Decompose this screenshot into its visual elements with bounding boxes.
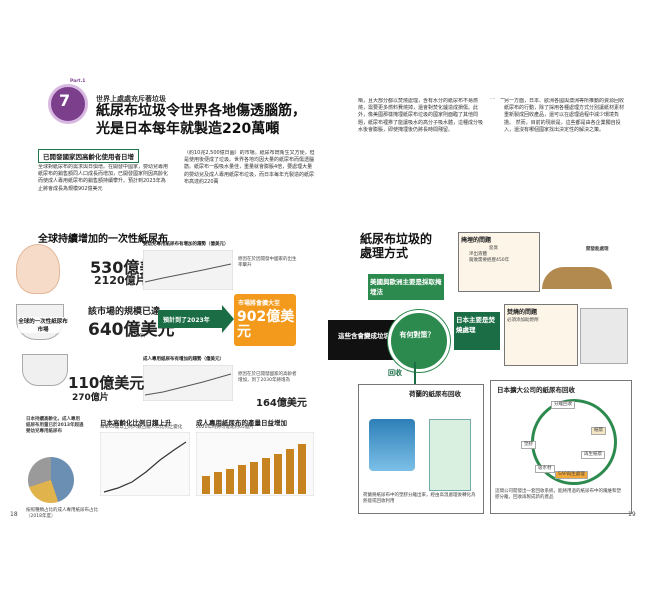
market-chart-title: 全球持續增加的一次性紙尿布 xyxy=(38,234,168,245)
baby-trend-chart xyxy=(143,250,233,290)
recycle-label: 回收 xyxy=(388,369,402,377)
baby-illustration xyxy=(16,244,60,294)
jp-diaper-sub: 2020年時將可能達約65億片 xyxy=(196,425,254,430)
bar xyxy=(274,454,282,494)
jp-diaper-title: 成人專用紙尿布的產量日益增加 xyxy=(196,419,287,427)
flow-item-2: 再生紙漿 xyxy=(581,451,605,459)
forecast-box-title: 市場將會擴大至 xyxy=(238,300,281,307)
forecast-arrow xyxy=(158,310,224,328)
bar xyxy=(262,458,270,494)
right-col-2: 另一方面，日本、歐洲各國與澳洲等所推動的資源回收紙尿布的行動，除了採用各種處理方… xyxy=(490,98,505,99)
japan-box: 日本主要是焚燒處理 xyxy=(454,312,500,350)
recycle-stack xyxy=(429,419,471,491)
adult-illustration xyxy=(22,354,68,386)
baby-note: 原因在於因開發中國家的出生率攀升 xyxy=(238,257,297,268)
pie-caption: 按照種類占比的成人專用紙尿布占比（2018年度） xyxy=(26,508,98,519)
section-heading: 已開發國家因高齡化使用者日增 xyxy=(38,149,139,163)
center-left-text: 這些含會變成垃圾 xyxy=(338,332,390,340)
forecast-arrow-head xyxy=(222,305,234,333)
adult-value-small: 270億片 xyxy=(72,393,109,403)
body-para-1: 全球對紙尿布的需求與日俱增。在開發中國家，嬰幼兒專用紙尿布的銷售額同人口成長而增… xyxy=(38,164,168,192)
recycle-tanks xyxy=(369,419,415,471)
aging-line xyxy=(103,441,187,493)
adult-2030: 164億美元 xyxy=(256,398,307,409)
baby-trend-line xyxy=(144,263,232,283)
bar xyxy=(226,469,234,494)
flow-item-3: 塑膠 xyxy=(521,441,536,449)
baby-value-small: 2120億片 xyxy=(94,274,147,287)
adult-note: 原因在於已開發國家的高齡者增加，到了2030年將增為 xyxy=(238,372,297,383)
right-col-1: 噸，且大部分都以焚燒處理，含有水分的紙尿布不易燃燒，需要更多燃料費燒掉，還會對焚… xyxy=(358,98,484,133)
part-label: Part.1 xyxy=(70,79,86,84)
incinerator-illustration xyxy=(580,308,628,364)
landfill-hill xyxy=(542,267,612,289)
aging-sub: 日本65歲以上的人數占總人口比例之變化 xyxy=(100,425,183,430)
pie-chart xyxy=(28,457,74,503)
page-number-left: 18 xyxy=(10,511,18,518)
forecast-box: 市場將會擴大至 902億美元 xyxy=(234,294,296,346)
bar xyxy=(238,465,246,494)
market-title: 該市場的規模已達 xyxy=(88,307,161,317)
recycle-flow-line xyxy=(414,362,416,384)
bar xyxy=(298,444,306,494)
bar xyxy=(202,476,210,494)
forecast-value: 902億美元 xyxy=(237,309,295,340)
market-label: 全球的一次性紙尿布市場 xyxy=(18,317,68,333)
right-page: 噸，且大部分都以焚燒處理，含有水分的紙尿布不易燃燒，需要更多燃料費燒掉，還會對焚… xyxy=(328,72,646,532)
adult-trend-chart xyxy=(143,365,233,401)
left-page: 7 Part.1 世界上處處充斥著垃圾 紙尿布垃圾令世界各地傷透腦筋， 光是日本… xyxy=(8,72,326,532)
bar xyxy=(214,472,222,494)
jp-note: 日本持續高齡化，成人專用紙尿布用量已於2013年超過嬰幼兒專用紙尿布 xyxy=(26,417,84,434)
landfill-develop: 開發能處理 xyxy=(586,247,609,252)
market-year: (2018年) xyxy=(126,334,146,339)
adult-chart-label: 成人專用紙尿布有增加的趨勢（億美元） xyxy=(143,357,224,362)
flow-item-1: 紙漿 xyxy=(591,427,606,435)
page-title-line2: 光是日本每年就製造220萬噸 xyxy=(96,121,280,137)
jp-diaper-bar-chart xyxy=(196,432,314,496)
disposal-chart-title: 紙尿布垃圾的 處理方式 xyxy=(360,232,433,260)
jp-recycle-box: 日本擴大公司的紙尿布回收 分離回收 紙漿 再生紙漿 塑膠 吸水材 SAP再生處理… xyxy=(490,380,632,514)
aging-chart xyxy=(100,432,190,496)
nl-recycle-box: 荷蘭的紙尿布回收 荷蘭將紙尿布中的塑膠分離出來，經由高溫處理後轉化為熱能或回收利… xyxy=(358,384,484,514)
flow-item-5: SAP再生處理 xyxy=(555,471,588,479)
landfill-problems: 掩埋的問題 惡臭 滲出液體 腐敗需要經歷450年 xyxy=(458,232,540,292)
kicker: 世界上處處充斥著垃圾 xyxy=(96,95,166,103)
page-number-right: 19 xyxy=(628,511,636,518)
flow-item-4: 吸水材 xyxy=(535,465,555,473)
adult-value-big: 110億美元 xyxy=(68,374,145,392)
usa-box: 美國與歐洲主要是採取掩埋法 xyxy=(368,274,444,300)
body-para-2: （約10兆2,500億日圓）的市場。紙尿布既衛生又方便，但是使用後便成了垃圾。世… xyxy=(184,150,315,185)
flow-item-0: 分離回收 xyxy=(551,401,575,409)
center-circle xyxy=(388,310,450,372)
market-value: 640億美元 xyxy=(88,320,175,340)
forecast-label: 預計到了2023年 xyxy=(163,317,210,324)
part-badge: 7 xyxy=(48,84,88,124)
bar xyxy=(250,462,258,494)
right-col-3: 另一方面，日本、歐洲各國與澳洲等所推動的資源回收紙尿布的行動，除了採用各種處理方… xyxy=(504,98,624,133)
baby-chart-label: 嬰幼兒專用紙尿布有增加的趨勢（億美元） xyxy=(143,242,229,247)
adult-trend-line xyxy=(144,373,232,396)
center-question: 有何對策？ xyxy=(399,331,435,339)
page-title-line1: 紙尿布垃圾令世界各地傷透腦筋， xyxy=(96,103,306,119)
aging-title: 日本高齡化比例日趨上升 xyxy=(100,419,172,427)
burn-problems: 焚燒的問題 必須添加助燃劑 xyxy=(504,304,578,366)
bar xyxy=(286,449,294,494)
